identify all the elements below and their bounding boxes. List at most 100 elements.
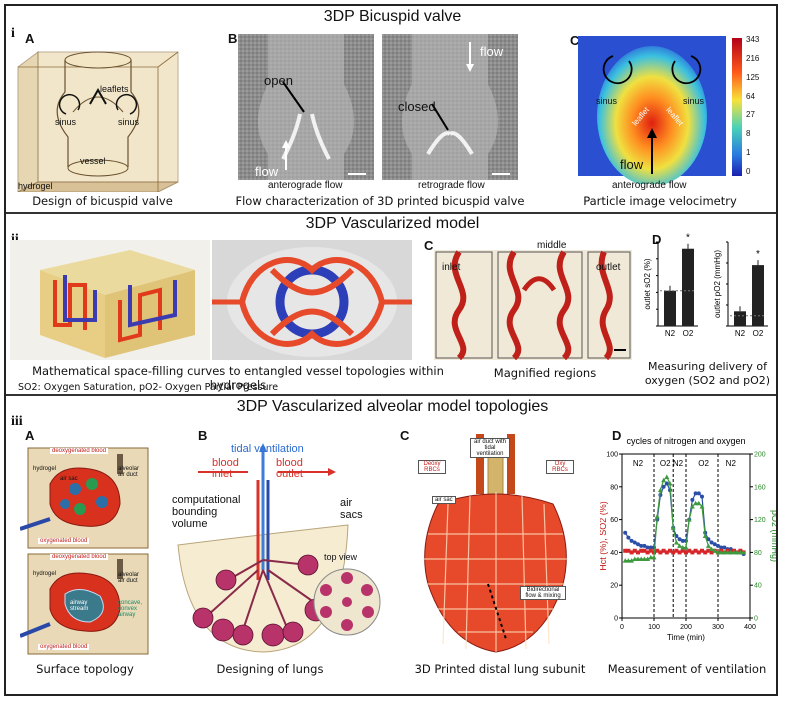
- label-air-sacs: air sacs: [340, 497, 363, 521]
- label-oxy-rbcs: Oxy RBCs: [546, 460, 574, 474]
- series-point: [687, 548, 692, 553]
- bar-N2: [664, 290, 676, 326]
- bar-category-label: N2: [665, 329, 676, 338]
- divider-1: [6, 212, 776, 214]
- label-bounding: computational bounding volume: [172, 494, 241, 530]
- panel-3a-letter: A: [25, 428, 35, 443]
- caption-3b: Designing of lungs: [216, 662, 324, 676]
- series-point: [648, 548, 653, 553]
- series-point: [690, 550, 695, 555]
- series-point: [706, 537, 711, 542]
- series-point: [693, 548, 698, 553]
- series-point: [709, 540, 714, 545]
- series-point: [696, 550, 701, 555]
- series-point: [667, 481, 673, 486]
- bar-category-label: N2: [735, 329, 746, 338]
- label-deoxy-bottom: deoxygenated blood: [50, 554, 109, 560]
- series-point: [673, 540, 679, 545]
- colorbar-tick-label: 8: [746, 129, 751, 139]
- line-chart-title: cycles of nitrogen and oxygen: [626, 436, 745, 446]
- panel-3c-letter: C: [400, 428, 410, 443]
- label-alveolar-bottom: alveolar air duct: [118, 572, 140, 584]
- phase-label: N2: [726, 459, 737, 468]
- magnified-regions-image: [434, 250, 632, 360]
- y-right-tick-label: 0: [754, 616, 758, 623]
- y-left-tick-label: 40: [610, 550, 618, 557]
- caption-1a: Design of bicuspid valve: [32, 194, 173, 208]
- series-point: [661, 548, 666, 553]
- line-chart-xlabel: Time (min): [667, 633, 705, 642]
- series-point: [719, 545, 724, 550]
- hydrogel-cube-image: [10, 240, 210, 360]
- series-point: [690, 497, 695, 502]
- panel-1a-letter: A: [25, 31, 35, 46]
- series-point: [715, 549, 721, 555]
- entangled-vessels-image: [212, 240, 412, 360]
- caption-2d-line1: Measuring delivery of: [647, 360, 767, 373]
- series-point: [657, 487, 663, 493]
- surface-topology-illustration: [20, 447, 149, 655]
- series-point: [677, 550, 682, 555]
- series-point: [661, 477, 667, 483]
- bar-category-label: O2: [753, 329, 764, 338]
- series-point: [651, 554, 657, 560]
- series-point: [693, 500, 699, 506]
- series-point: [702, 533, 708, 538]
- line-chart-ylabel-left: Hct (%), SO2 (%): [600, 501, 608, 571]
- series-point: [677, 537, 682, 542]
- label-anterograde-c: anterograde flow: [612, 180, 687, 191]
- series-point: [703, 550, 708, 555]
- label-deoxy-top: deoxygenated blood: [50, 448, 109, 454]
- series-point: [645, 550, 650, 555]
- flow-characterization-images: [238, 34, 518, 180]
- caption-1c: Particle image velocimetry: [583, 194, 737, 208]
- bar-O2: [682, 248, 694, 326]
- colorbar-tick-label: 216: [746, 53, 760, 63]
- panel-2d-letter: D: [652, 232, 662, 247]
- colorbar-tick-label: 1: [746, 148, 751, 158]
- series-point: [623, 530, 628, 535]
- series-point: [668, 548, 672, 553]
- series-point: [642, 543, 647, 548]
- series-point: [712, 548, 718, 553]
- series-point: [629, 558, 635, 563]
- label-hydrogel-top: hydrogel: [33, 466, 57, 472]
- series-point: [718, 549, 724, 555]
- section-1-title: 3DP Bicuspid valve: [323, 8, 462, 25]
- phase-label: O2: [660, 459, 671, 468]
- series-point: [671, 550, 676, 555]
- series-point: [629, 550, 634, 555]
- series-point: [680, 538, 685, 543]
- label-anterograde-b: anterograde flow: [268, 180, 343, 191]
- line-chart-ylabel-right: pO2 (mmHg): [770, 510, 776, 562]
- y-right-tick-label: 200: [754, 452, 766, 459]
- series-point: [658, 550, 663, 555]
- label-tidal: tidal ventilation: [231, 443, 304, 455]
- series-point: [709, 550, 714, 555]
- series-point: [706, 548, 711, 553]
- caption-3a: Surface topology: [36, 662, 134, 676]
- bar-category-label: O2: [683, 329, 694, 338]
- top-view-inset: [313, 568, 381, 636]
- label-retrograde-b: retrograde flow: [418, 180, 485, 191]
- x-tick-label: 200: [680, 624, 692, 631]
- caption-3c: 3D Printed distal lung subunit: [414, 662, 586, 676]
- series-point: [636, 550, 640, 555]
- x-tick-label: 100: [648, 624, 660, 631]
- label-air-sac-a: air sac: [60, 476, 78, 482]
- label-deoxy-rbcs: Deoxy RBCs: [418, 460, 446, 474]
- series-point: [622, 558, 628, 563]
- section-2-title: 3DP Vascularized model: [305, 215, 480, 232]
- series-point: [623, 548, 628, 553]
- series-point: [664, 550, 669, 555]
- series-point: [696, 500, 702, 506]
- phase-label: N2: [673, 459, 684, 468]
- colorbar-tick-label: 64: [746, 91, 755, 101]
- section-3-title: 3DP Vascularized alveolar model topologi…: [236, 398, 549, 415]
- label-sinus-right: sinus: [118, 117, 140, 127]
- label-air-sac-c: air sac: [432, 496, 456, 504]
- label-airway-stream: airway stream: [70, 600, 89, 612]
- series-point: [680, 544, 686, 550]
